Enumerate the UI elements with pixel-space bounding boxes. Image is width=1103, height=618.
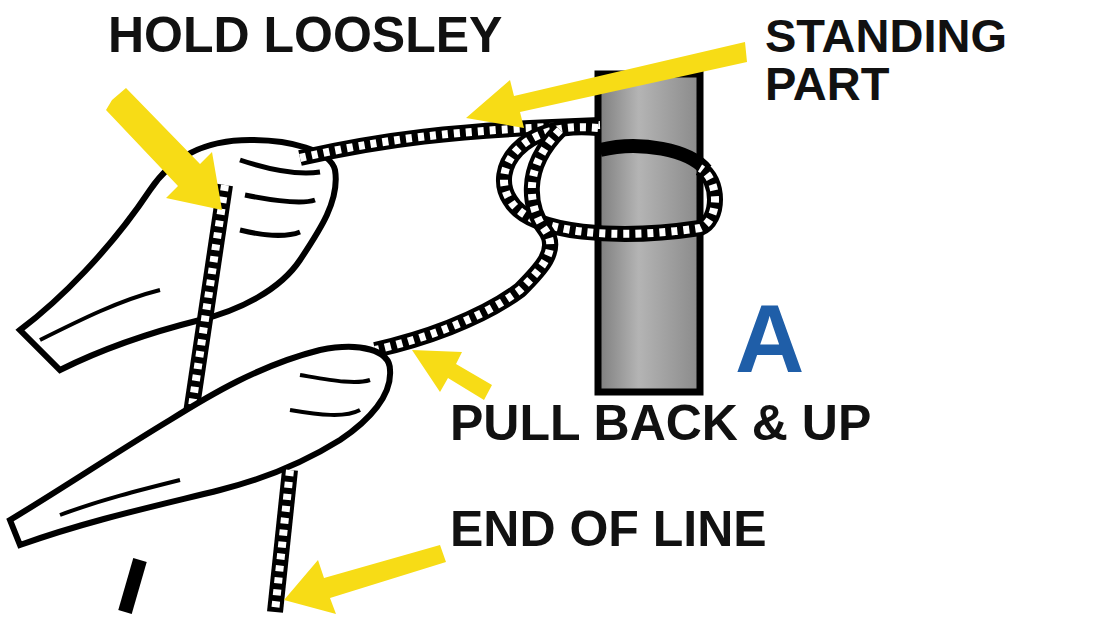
rope-texture xyxy=(190,185,225,420)
rope xyxy=(600,146,706,170)
callout-label: PULL BACK & UP xyxy=(450,398,1100,449)
rope xyxy=(275,470,290,612)
rope xyxy=(190,185,225,420)
rope xyxy=(125,560,140,612)
step-letter: A xyxy=(735,290,855,388)
rope-texture xyxy=(375,130,560,350)
callout-label: END OF LINE xyxy=(450,504,1100,555)
rope xyxy=(375,130,560,350)
lower-hand xyxy=(10,347,390,545)
rope-texture xyxy=(275,470,290,612)
callout-label: HOLD LOOSLEY xyxy=(108,10,668,61)
part-label: STANDING PART xyxy=(765,12,1095,108)
